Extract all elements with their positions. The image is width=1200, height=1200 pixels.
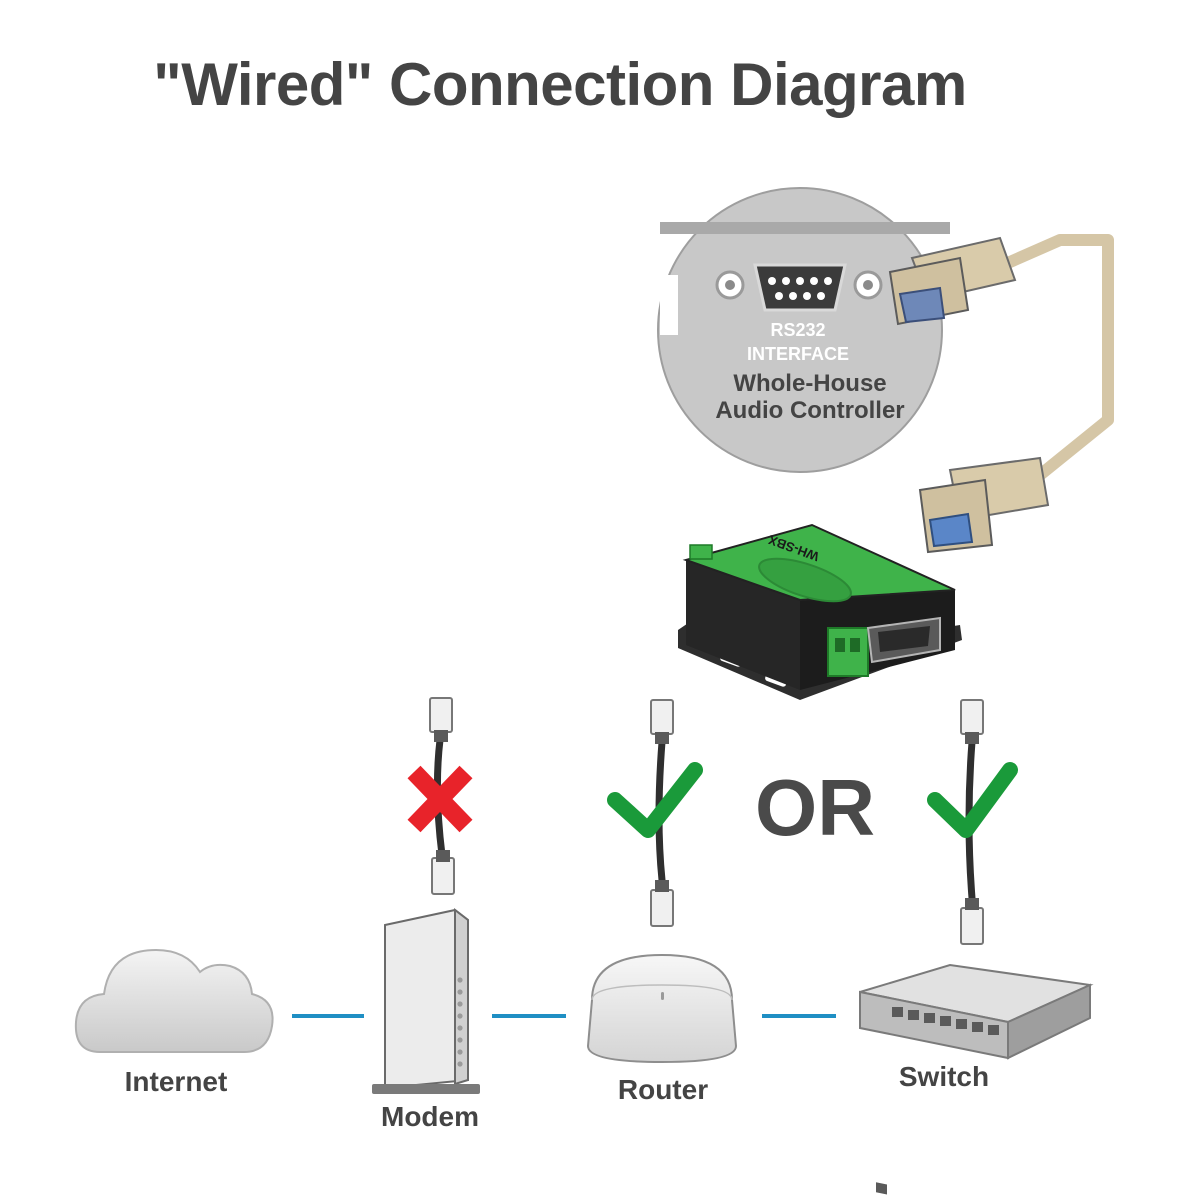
serial-cable	[888, 234, 1114, 554]
device-green-top	[682, 523, 956, 602]
check-mark-router-icon	[607, 762, 703, 838]
page-title: "Wired" Connection Diagram	[153, 51, 967, 118]
rs232-interface-label: RS232 INTERFACE	[718, 318, 878, 366]
or-label: OR	[755, 763, 875, 852]
controller-name-label: Whole-House Audio Controller	[690, 370, 930, 424]
rs232-label-line2: INTERFACE	[746, 344, 849, 364]
router-icon	[586, 953, 738, 1064]
serial-ethernet-device: WH-SBX	[678, 523, 962, 700]
ethernet-cable-modem	[429, 697, 455, 895]
internet-label: Internet	[124, 1066, 228, 1097]
ethernet-cable-switch	[960, 699, 984, 945]
rs232-label-line1: RS232	[770, 320, 826, 340]
check-mark-switch-icon	[927, 762, 1018, 838]
router-label: Router	[617, 1074, 709, 1105]
device-terminal-block	[827, 627, 869, 677]
switch-ports	[876, 1007, 999, 1195]
controller-name-line1: Whole-House	[733, 370, 887, 397]
panel-side-edge	[660, 275, 678, 335]
cross-mark-icon	[407, 765, 473, 833]
switch-icon	[859, 963, 1094, 1195]
db9-port-pins	[768, 277, 832, 300]
controller-name-line2: Audio Controller	[715, 397, 905, 424]
switch-label: Switch	[898, 1061, 990, 1092]
internet-cloud-icon	[74, 948, 274, 1053]
db9-female-port	[753, 263, 847, 312]
controller-panel	[657, 187, 950, 473]
device-front-face	[686, 560, 800, 690]
panel-top-edge	[660, 222, 950, 234]
modem-label: Modem	[381, 1101, 479, 1132]
modem-icon	[372, 907, 480, 1094]
